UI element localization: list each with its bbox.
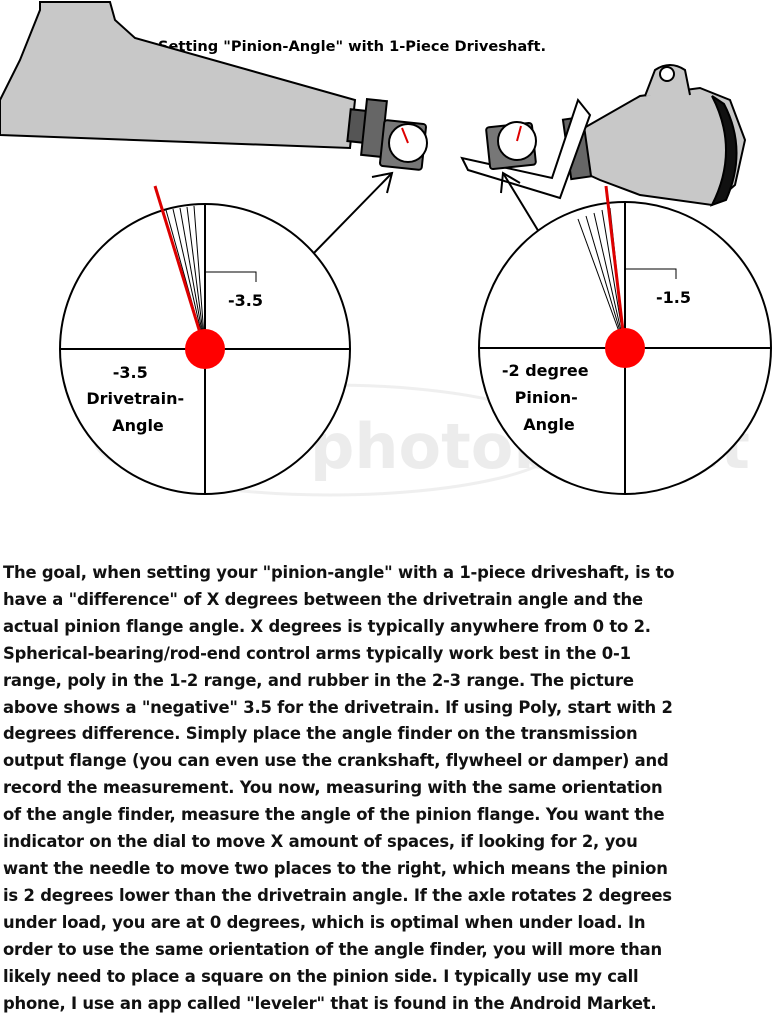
pinion-angle-diagram: photobucket Setting "Pinion-Angle" with … — [0, 1, 772, 497]
instruction-line: record the measurement. You now, measuri… — [3, 778, 663, 798]
right-dial-caption-3: Angle — [523, 415, 575, 434]
svg-text:-3.5 Drivetrain- A: -3.5 Drivetrain- Angle — [86, 363, 189, 435]
instruction-line: likely need to place a square on the pin… — [3, 966, 639, 986]
axle-housing — [576, 64, 747, 207]
left-dial-needle — [153, 185, 207, 350]
angle-finder-right — [485, 121, 537, 170]
left-dial: -3.5 -3.5 Drivetrain- Angle — [59, 185, 351, 495]
instruction-line: is 2 degrees lower than the drivetrain a… — [3, 885, 672, 905]
transmission-housing — [0, 1, 357, 150]
left-dial-caption-2: Drivetrain- — [86, 389, 184, 408]
right-dial-pivot — [605, 328, 645, 368]
instruction-line: range, poly in the 1-2 range, and rubber… — [3, 670, 634, 690]
svg-text:-2 degree Pinion-: -2 degree Pinion- Angle — [502, 361, 594, 434]
left-dial-pivot — [185, 329, 225, 369]
angle-finder-left — [379, 119, 428, 171]
instruction-line: Spherical-bearing/rod-end control arms t… — [3, 643, 631, 663]
left-dial-reading: -3.5 — [228, 291, 263, 310]
instruction-line: under load, you are at 0 degrees, which … — [3, 912, 646, 932]
instruction-line: degrees difference. Simply place the ang… — [3, 724, 638, 744]
right-dial-caption-2: Pinion- — [515, 388, 578, 407]
left-dial-caption-3: Angle — [112, 416, 164, 435]
instruction-line: phone, I use an app called "leveler" tha… — [3, 993, 657, 1013]
instruction-line: of the angle finder, measure the angle o… — [3, 805, 665, 825]
instruction-line: output flange (you can even use the cran… — [3, 751, 669, 771]
instruction-line: indicator on the dial to move X amount o… — [3, 832, 638, 852]
instruction-line: want the needle to move two places to th… — [3, 858, 668, 878]
instructions-paragraph: The goal, when setting your "pinion-angl… — [3, 560, 775, 1017]
arrow-right-dial — [500, 171, 543, 238]
right-dial-needle — [604, 185, 627, 349]
diagram-title: Setting "Pinion-Angle" with 1-Piece Driv… — [158, 38, 546, 55]
left-dial-angle-marker — [205, 271, 257, 282]
right-dial-reading: -1.5 — [656, 288, 691, 307]
right-dial-caption-1: -2 degree — [502, 361, 589, 380]
instruction-line: order to use the same orientation of the… — [3, 939, 662, 959]
arrow-left-dial — [311, 171, 394, 256]
right-dial: -1.5 -2 degree Pinion- Angle — [478, 185, 772, 495]
instruction-line: have a "difference" of X degrees between… — [3, 589, 643, 609]
output-flange — [346, 98, 388, 158]
right-dial-angle-marker — [625, 268, 677, 279]
left-dial-caption-1: -3.5 — [113, 363, 148, 382]
instruction-line: The goal, when setting your "pinion-angl… — [3, 563, 675, 582]
instruction-line: above shows a "negative" 3.5 for the dri… — [3, 697, 673, 717]
instruction-line: actual pinion flange angle. X degrees is… — [3, 616, 651, 636]
square-tool — [460, 97, 592, 200]
